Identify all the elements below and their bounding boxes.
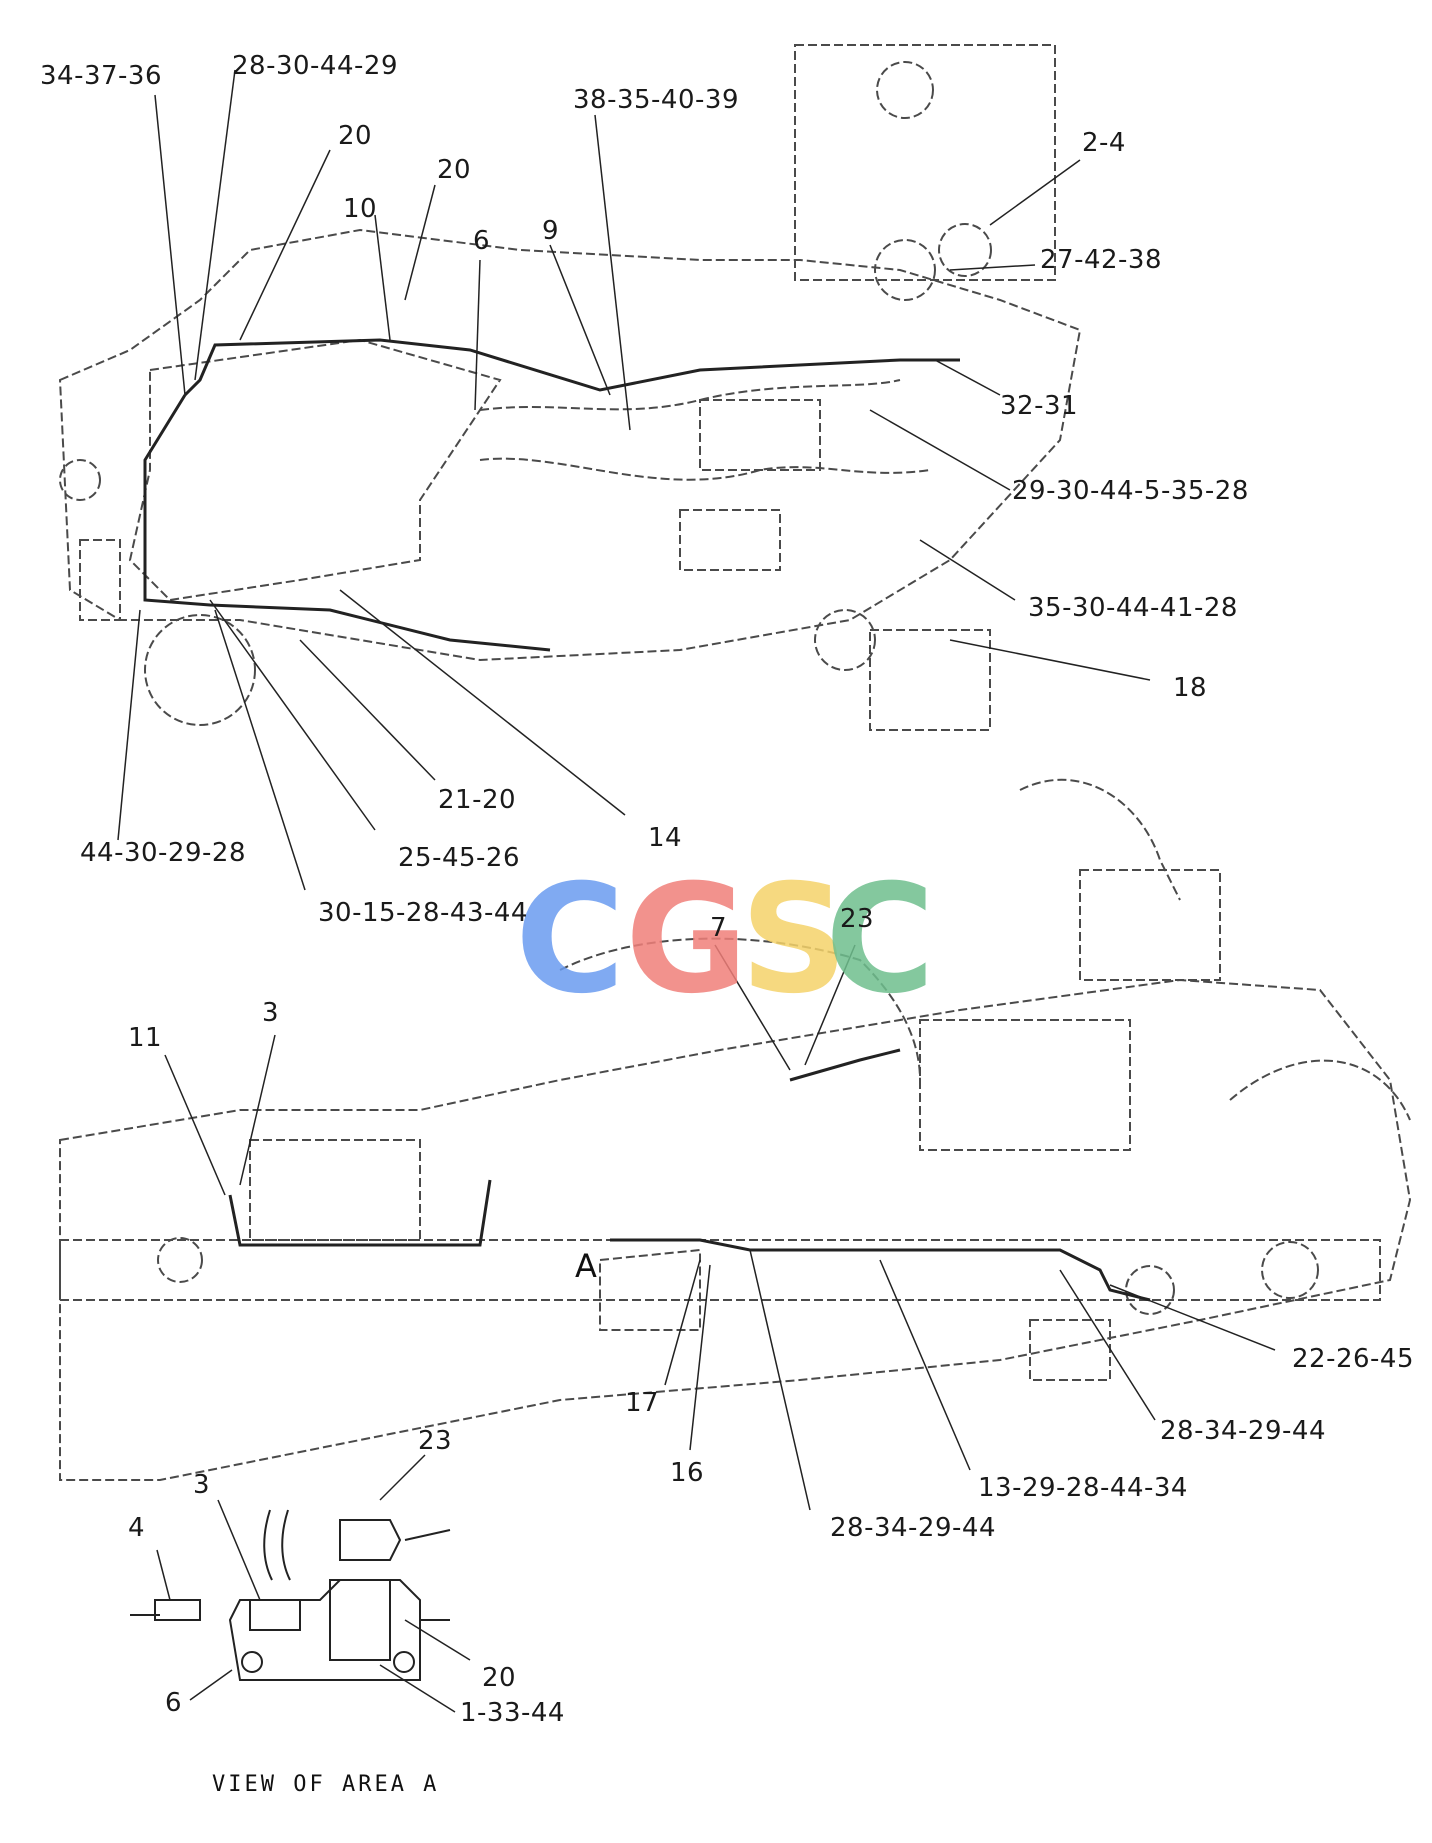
lower-harness [228, 1048, 1151, 1302]
callout-label: 18 [1173, 673, 1208, 703]
callout-label: 27-42-38 [1040, 245, 1163, 275]
callout-label: 38-35-40-39 [573, 85, 739, 115]
callout-label: 21-20 [438, 785, 517, 815]
callout-label: 3 [262, 998, 280, 1028]
callout-label: 28-34-29-44 [1160, 1416, 1326, 1446]
callout-label: 28-30-44-29 [232, 51, 398, 81]
callout-label: 6 [165, 1688, 183, 1718]
callout-label: 35-30-44-41-28 [1028, 593, 1238, 623]
watermark-letter: S [740, 853, 849, 1027]
callout-label: 4 [128, 1513, 146, 1543]
callout-label: 1-33-44 [460, 1698, 565, 1728]
callout-label: 32-31 [1000, 391, 1079, 421]
callout-label: 20 [482, 1663, 517, 1693]
callout-label: 29-30-44-5-35-28 [1012, 476, 1249, 506]
leader-lines [117, 69, 1276, 1713]
callout-label: 9 [542, 216, 560, 246]
callout-label: 22-26-45 [1292, 1344, 1415, 1374]
callout-label: 20 [338, 121, 373, 151]
callout-label: 23 [418, 1426, 453, 1456]
callout-label: 25-45-26 [398, 843, 521, 873]
watermark-letter: G [625, 853, 749, 1027]
callout-label: 28-34-29-44 [830, 1513, 996, 1543]
callout-label: 10 [343, 194, 378, 224]
lower-assembly-outline [59, 778, 1412, 1481]
callout-label: 11 [128, 1023, 163, 1053]
callout-label: 44-30-29-28 [80, 838, 246, 868]
detail-view-a [130, 1509, 451, 1681]
callout-label: 34-37-36 [40, 61, 163, 91]
callout-label: 2-4 [1082, 128, 1126, 158]
upper-harness [143, 338, 960, 652]
watermark-letter: C [825, 853, 936, 1027]
callout-label: 6 [473, 226, 491, 256]
callout-label: 23 [840, 904, 875, 934]
callout-label: 3 [193, 1470, 211, 1500]
callout-label: 14 [648, 823, 683, 853]
watermark-letter: C [515, 853, 626, 1027]
callout-label: 13-29-28-44-34 [978, 1473, 1188, 1503]
view-caption: VIEW OF AREA A [212, 1772, 440, 1797]
callout-label: 30-15-28-43-44 [318, 898, 528, 928]
callout-label: 17 [625, 1388, 660, 1418]
callout-label: 20 [437, 155, 472, 185]
callout-label: 7 [710, 913, 728, 943]
callout-label: 16 [670, 1458, 705, 1488]
area-a-marker: A [575, 1247, 597, 1285]
upper-assembly-outline [58, 44, 1082, 731]
